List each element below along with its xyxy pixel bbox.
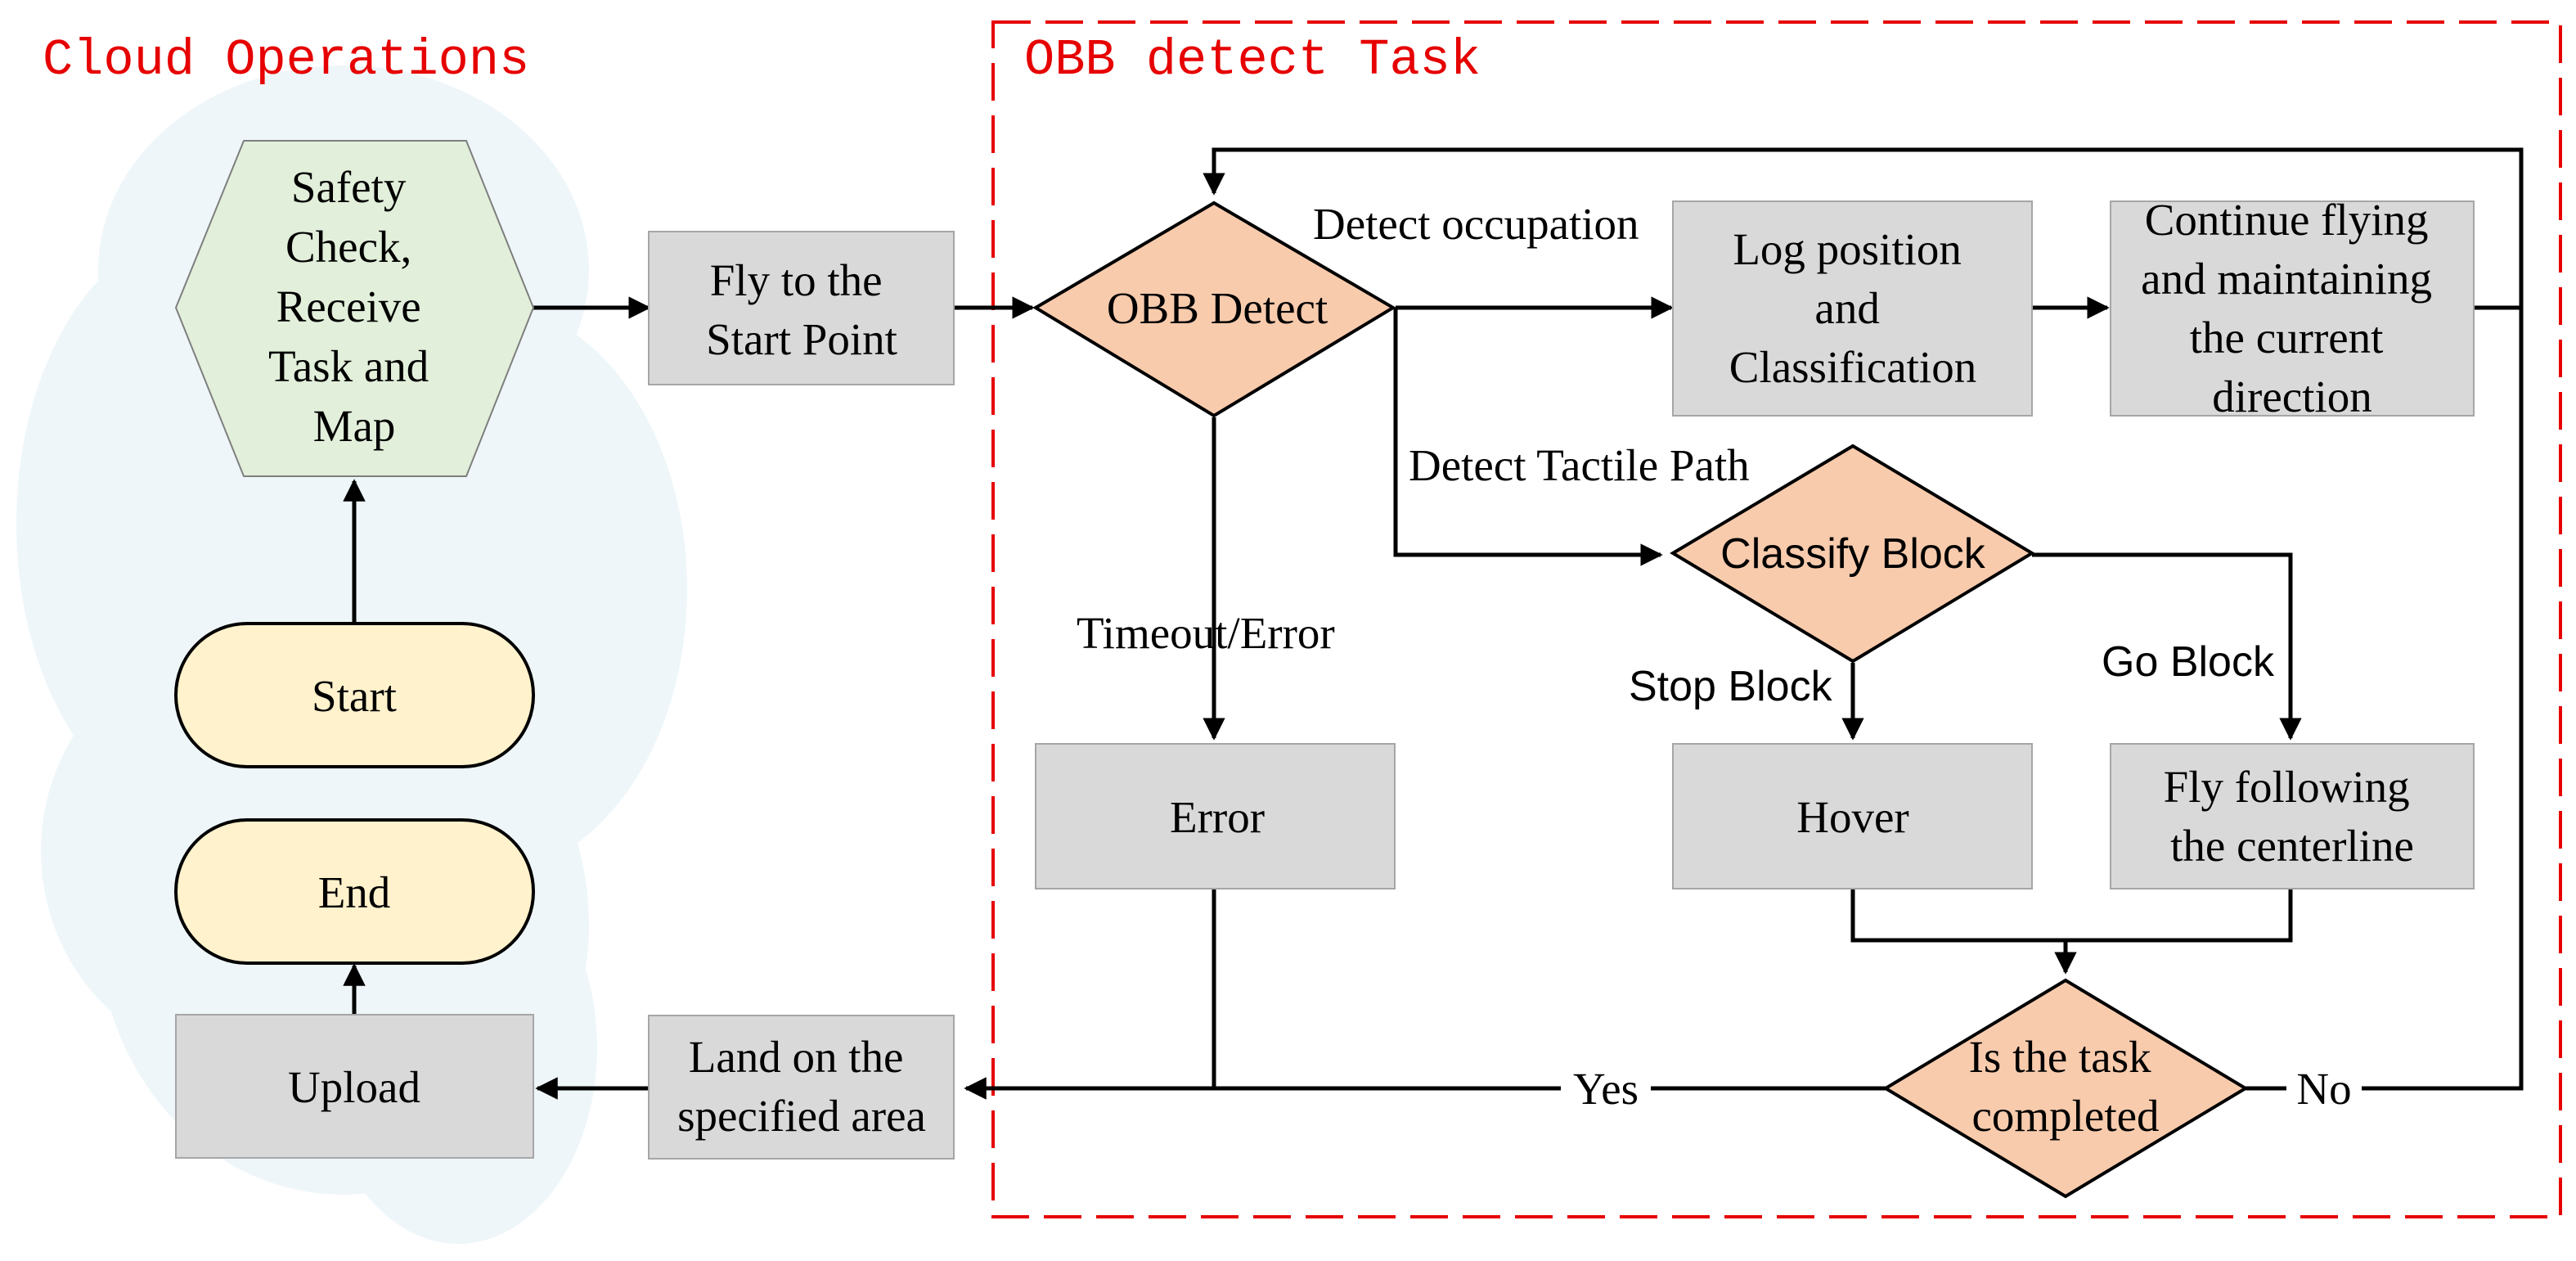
- task-completed-line-2: completed: [1971, 1091, 2159, 1141]
- safety-check-node: Safety Check, Receive Task and Map: [174, 140, 535, 477]
- log-position-node: Log position and Classification: [1672, 200, 2033, 417]
- edge-merge: [1850, 889, 2293, 943]
- end-label: End: [318, 867, 391, 917]
- upload-node: Upload: [175, 1014, 534, 1159]
- detect-tactile-path-label: Detect Tactile Path: [1409, 440, 1750, 490]
- log-position-line-2: and: [1814, 283, 1879, 333]
- go-block-label: Go Block: [2102, 638, 2275, 686]
- fly-following-line-2: the centerline: [2170, 821, 2414, 871]
- svg-text:Fly following the center: Fly following the centerline: [2164, 762, 2421, 871]
- task-completed-line-1: Is the task: [1969, 1032, 2152, 1082]
- fly-to-start-node: Fly to the Start Point: [648, 231, 955, 385]
- edge-continue-loop: [1203, 147, 2524, 310]
- svg-text:Is the task completed: Is the task completed: [1969, 1032, 2163, 1141]
- safety-check-line-3: Receive: [276, 281, 421, 331]
- obb-task-title: OBB detect Task: [1024, 31, 1481, 89]
- fly-to-start-line-2: Start Point: [706, 314, 897, 364]
- classify-block-node: Classify Block: [1670, 444, 2035, 664]
- yes-label-bg: [1561, 1065, 1651, 1113]
- continue-flying-line-2: and maintaining: [2141, 254, 2432, 304]
- timeout-error-label: Timeout/Error: [1077, 608, 1335, 658]
- end-node: End: [174, 818, 535, 965]
- hover-label: Hover: [1796, 792, 1908, 842]
- edge-classify-to-follow: [2032, 552, 2302, 741]
- land-line-2: specified area: [677, 1091, 926, 1141]
- yes-label: Yes: [1573, 1064, 1639, 1114]
- safety-check-line-2: Check,: [285, 222, 411, 272]
- start-node: Start: [174, 622, 535, 768]
- continue-flying-node: Continue flying and maintaining the curr…: [2110, 195, 2475, 421]
- log-position-line-1: Log position: [1733, 224, 1962, 274]
- obb-task-frame: [991, 20, 2562, 1218]
- log-position-line-3: Classification: [1729, 342, 1976, 392]
- svg-text:Log position and: Log position and Classification: [1729, 224, 1976, 392]
- svg-text:Fly to the Start Point: Fly to the Start Point: [706, 255, 897, 364]
- continue-flying-line-3: the current: [2190, 313, 2384, 363]
- safety-check-line-1: Safety: [291, 162, 407, 212]
- detect-occupation-label: Detect occupation: [1313, 199, 1639, 249]
- obb-detect-label: OBB Detect: [1107, 283, 1328, 333]
- svg-text:Land on the specified ar: Land on the specified area: [677, 1032, 926, 1141]
- svg-text:Continue flying and main: Continue flying and maintaining the curr…: [2141, 195, 2443, 421]
- land-line-1: Land on the: [689, 1032, 904, 1082]
- continue-flying-line-4: direction: [2212, 372, 2371, 421]
- fly-to-start-line-1: Fly to the: [710, 255, 883, 305]
- no-label-bg: [2286, 1065, 2362, 1113]
- safety-check-line-5: Map: [313, 401, 396, 451]
- safety-check-line-4: Task and: [268, 341, 429, 391]
- continue-flying-line-1: Continue flying: [2145, 195, 2429, 245]
- stop-block-label: Stop Block: [1629, 663, 1833, 710]
- obb-detect-node: OBB Detect: [1032, 200, 1396, 418]
- error-label: Error: [1170, 792, 1265, 842]
- classify-block-label: Classify Block: [1720, 530, 1986, 578]
- hover-node: Hover: [1672, 743, 2033, 889]
- fly-following-line-1: Fly following: [2164, 762, 2410, 812]
- svg-text:Safety Check, Rece: Safety Check, Receive Task and Map: [268, 162, 440, 451]
- error-node: Error: [1035, 743, 1396, 889]
- start-label: Start: [312, 671, 397, 721]
- fly-following-node: Fly following the centerline: [2110, 743, 2475, 889]
- land-node: Land on the specified area: [648, 1015, 955, 1160]
- no-label: No: [2296, 1064, 2351, 1114]
- edge-completed-no: [2246, 308, 2524, 1091]
- cloud-operations-title: Cloud Operations: [43, 31, 529, 89]
- edge-obb-to-classify: [1393, 308, 1663, 566]
- task-completed-node: Is the task completed: [1882, 978, 2249, 1199]
- upload-label: Upload: [288, 1062, 420, 1112]
